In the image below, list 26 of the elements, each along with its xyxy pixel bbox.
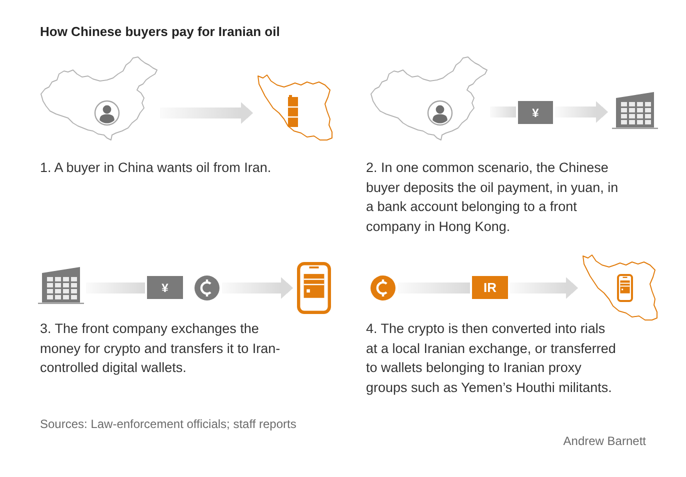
step-caption: 2. In one common scenario, the Chinese buyer deposits the oil payment, in yuan, in a bank account belonging to a front company in Hong Kong.	[366, 159, 620, 236]
currency-note: IR	[472, 276, 508, 299]
step-caption: 4. The crypto is then converted into rials at a local Iranian exchange, or transferred to wallets belonging to Iranian proxy groups such as Yemen’s Houthi militants.	[366, 320, 617, 397]
smartphone-icon	[297, 262, 331, 314]
source-note: Sources: Law-enforcement officials; staff reports	[40, 416, 296, 432]
connector-line	[490, 106, 516, 118]
arrow	[222, 277, 293, 299]
connector-line	[86, 282, 145, 294]
coin-icon	[194, 275, 220, 301]
connector-line	[398, 282, 470, 294]
step-caption: 1. A buyer in China wants oil from Iran.	[40, 159, 272, 177]
iran-map	[582, 254, 658, 322]
coin-icon	[370, 275, 396, 301]
china-map	[370, 56, 488, 142]
iran-map	[257, 74, 333, 142]
arrow	[510, 277, 578, 299]
arrow	[555, 101, 608, 123]
china-map	[40, 56, 158, 142]
step-caption: 3. The front company exchanges the money for crypto and transfers it to Iran-controlled digital wallets.	[40, 320, 282, 377]
currency-note: ¥	[518, 101, 553, 124]
chart-title: How Chinese buyers pay for Iranian oil	[40, 23, 280, 41]
credit-line: Andrew Barnett	[563, 433, 646, 449]
building-icon	[38, 266, 84, 304]
building-icon	[612, 91, 658, 129]
arrow	[160, 102, 253, 124]
currency-note: ¥	[147, 276, 183, 299]
